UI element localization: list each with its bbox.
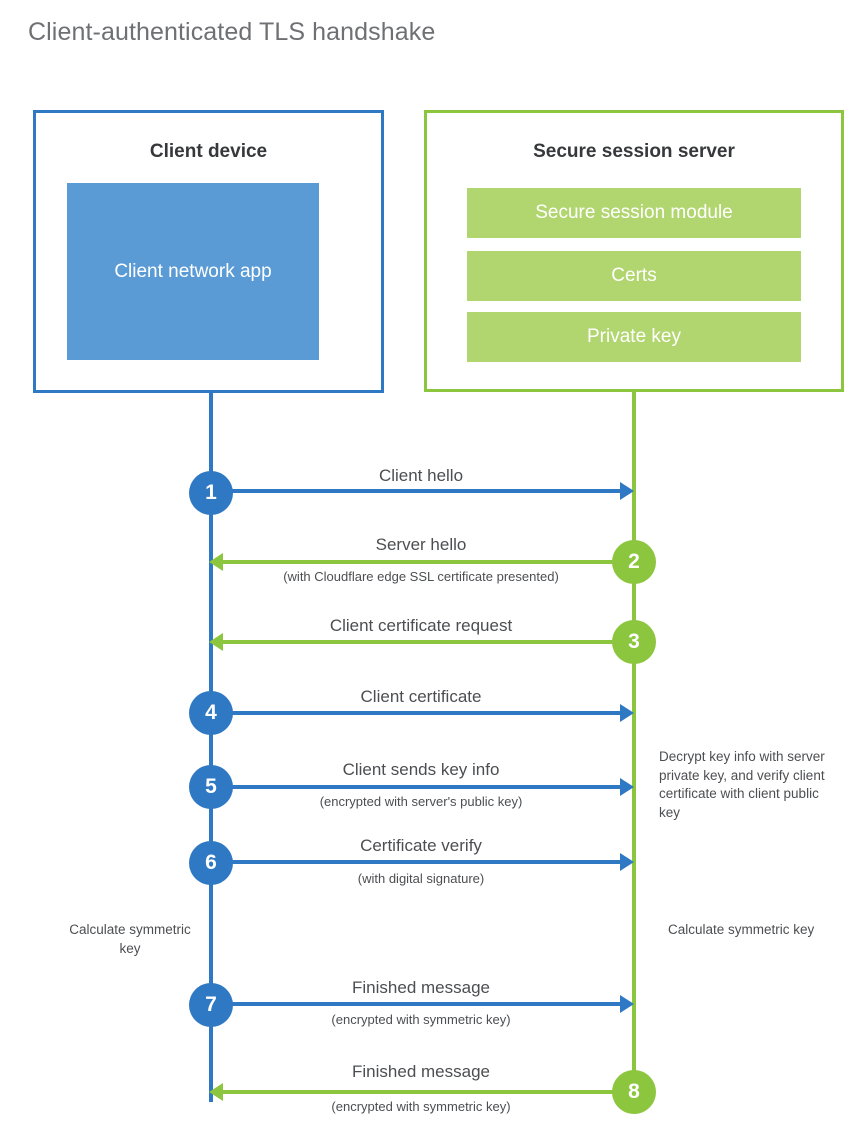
step-4-arrow-line xyxy=(211,711,622,715)
step-8-badge[interactable]: 8 xyxy=(612,1070,656,1114)
step-7-badge[interactable]: 7 xyxy=(189,983,233,1027)
step-1-label: Client hello xyxy=(378,466,464,485)
server-component-private-key: Private key xyxy=(467,312,801,362)
step-7-arrow-head xyxy=(620,995,634,1013)
secure-session-server-heading: Secure session server xyxy=(533,141,735,162)
server-component-certs: Certs xyxy=(467,251,801,301)
step-7-sublabel: (encrypted with symmetric key) xyxy=(331,1012,511,1027)
step-5-sublabel: (encrypted with server's public key) xyxy=(319,794,523,809)
step-7-label: Finished message xyxy=(352,978,490,997)
step-2-label: Server hello xyxy=(375,535,467,554)
step-3-arrow-line xyxy=(222,640,634,644)
step-6-label: Certificate verify xyxy=(360,836,482,855)
step-5-label: Client sends key info xyxy=(342,760,500,779)
step-2-arrow-line xyxy=(222,560,634,564)
step-4-label: Client certificate xyxy=(360,687,482,706)
step-1-badge[interactable]: 1 xyxy=(189,471,233,515)
step-2-badge[interactable]: 2 xyxy=(612,540,656,584)
server-lifeline xyxy=(632,391,636,1094)
step-4-arrow-head xyxy=(620,704,634,722)
server-calculate-symmetric-key-annotation: Calculate symmetric key xyxy=(668,922,815,937)
server-component-secure-session-module: Secure session module xyxy=(467,188,801,238)
step-5-badge[interactable]: 5 xyxy=(189,765,233,809)
step-5-arrow-head xyxy=(620,778,634,796)
page-title: Client-authenticated TLS handshake xyxy=(28,18,436,46)
step-1-arrow-line xyxy=(211,489,622,493)
step-2-sublabel: (with Cloudflare edge SSL certificate pr… xyxy=(283,569,559,584)
step-1-arrow-head xyxy=(620,482,634,500)
server-decrypt-annotation: Decrypt key info with server private key… xyxy=(659,749,825,820)
step-7-arrow-line xyxy=(211,1002,622,1006)
step-4-badge[interactable]: 4 xyxy=(189,691,233,735)
step-5-arrow-line xyxy=(211,785,622,789)
step-8-arrow-head xyxy=(209,1083,223,1101)
step-3-arrow-head xyxy=(209,633,223,651)
client-lifeline xyxy=(209,392,213,1102)
step-6-arrow-head xyxy=(620,853,634,871)
client-network-app-block: Client network app xyxy=(67,183,319,360)
step-3-label: Client certificate request xyxy=(329,616,513,635)
step-8-arrow-line xyxy=(222,1090,634,1094)
client-calculate-symmetric-key-annotation: Calculate symmetric key xyxy=(69,922,191,956)
step-6-arrow-line xyxy=(211,860,622,864)
step-6-sublabel: (with digital signature) xyxy=(357,871,485,886)
step-3-badge[interactable]: 3 xyxy=(612,620,656,664)
step-6-badge[interactable]: 6 xyxy=(189,841,233,885)
step-8-label: Finished message xyxy=(352,1062,490,1081)
step-2-arrow-head xyxy=(209,553,223,571)
step-8-sublabel: (encrypted with symmetric key) xyxy=(331,1099,511,1114)
client-device-heading: Client device xyxy=(149,141,268,162)
